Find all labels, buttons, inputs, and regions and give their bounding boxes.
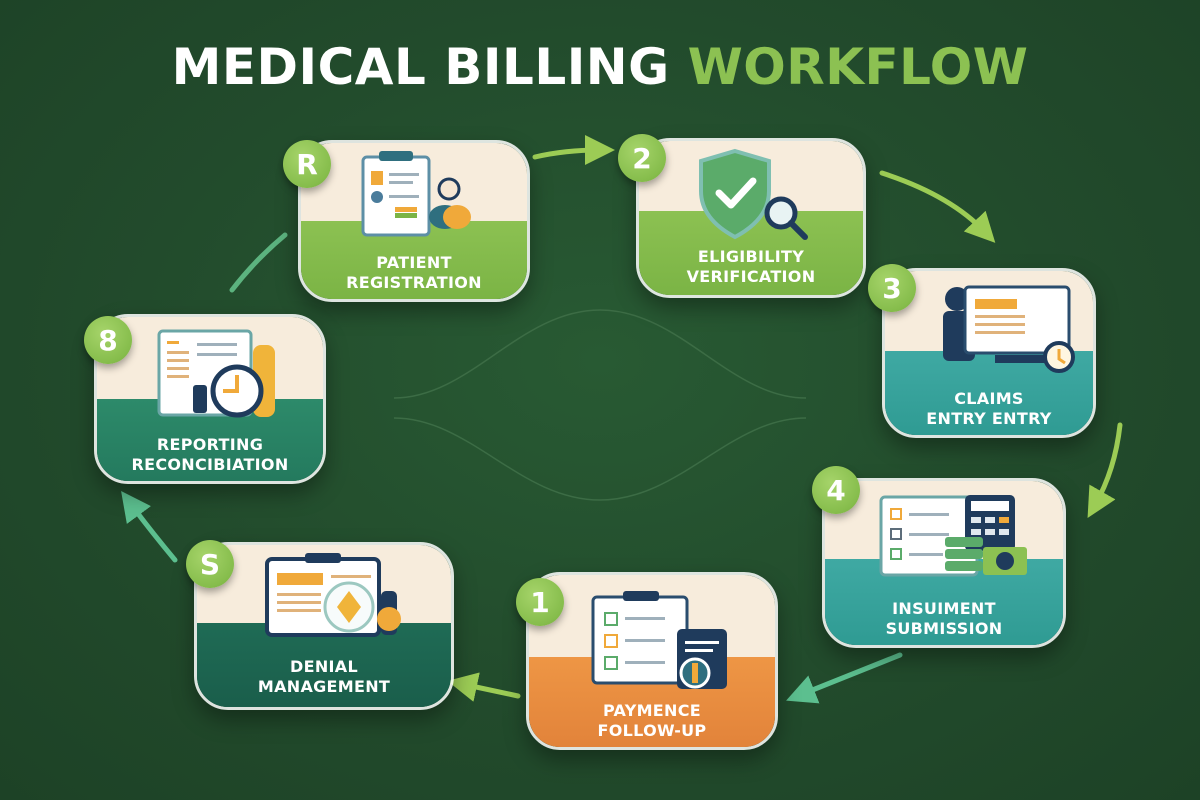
step-number-badge: R (283, 140, 331, 188)
report-stopwatch-icon (157, 329, 275, 418)
step-label-line2: Reconcibiation (131, 455, 289, 474)
step-card-reporting-reconcibiation[interactable]: Reporting Reconcibiation (94, 314, 326, 484)
step-label-line1: Reporting (156, 435, 264, 454)
step-number-badge: 2 (618, 134, 666, 182)
step-card-insuiment-submission[interactable]: Insuiment Submission (822, 478, 1066, 648)
step-label-line2: Verification (686, 267, 816, 286)
clipboard-patient-icon (361, 151, 471, 237)
shield-check-magnifier-icon (699, 148, 808, 240)
step-card-paymence-follow-up[interactable]: Paymence Follow-up (526, 572, 778, 750)
step-label-line2: Follow-up (597, 721, 707, 740)
computer-user-clock-icon (943, 285, 1075, 373)
title-part-medical-billing: MEDICAL BILLING (171, 38, 670, 96)
arrow-step2-to-step3 (879, 170, 996, 243)
step-label-line2: Management (257, 677, 391, 696)
arrow-step7-to-step1 (229, 232, 288, 293)
step-card-eligibility-verification[interactable]: Eligibility Verification (636, 138, 866, 298)
step-card-patient-registration[interactable]: Patient Registration (298, 140, 530, 302)
arrow-step1-to-step2 (532, 135, 615, 166)
checklist-calculator-money-icon (879, 495, 1027, 577)
arrow-step6-to-step7 (121, 490, 178, 563)
step-label-line2: Entry Entry (926, 409, 1052, 428)
step-label-line2: Submission (885, 619, 1003, 638)
arrow-step3-to-step4 (1087, 422, 1123, 519)
step-number-badge: 1 (516, 578, 564, 626)
step-number-badge: 3 (868, 264, 916, 312)
step-label-line1: Eligibility (697, 247, 805, 266)
arrow-step5-to-step6 (447, 672, 521, 702)
step-number-badge: S (186, 540, 234, 588)
step-label-line1: Paymence (602, 701, 701, 720)
step-card-denial-management[interactable]: Denial Management (194, 542, 454, 710)
step-label-line1: Claims (954, 389, 1024, 408)
document-warning-icon (265, 553, 401, 637)
arrow-step4-to-step5 (786, 652, 903, 704)
step-label-line1: Insuiment (892, 599, 996, 618)
step-number-badge: 4 (812, 466, 860, 514)
step-label-line2: Registration (346, 273, 482, 292)
checklist-card-icon (591, 591, 727, 689)
step-label-line1: Denial (290, 657, 358, 676)
step-card-claims-entry[interactable]: Claims Entry Entry (882, 268, 1096, 438)
title-part-workflow: WORKFLOW (687, 38, 1029, 96)
step-number-badge: 8 (84, 316, 132, 364)
step-label-line1: Patient (376, 253, 452, 272)
page-title: MEDICAL BILLING WORKFLOW (0, 38, 1200, 96)
